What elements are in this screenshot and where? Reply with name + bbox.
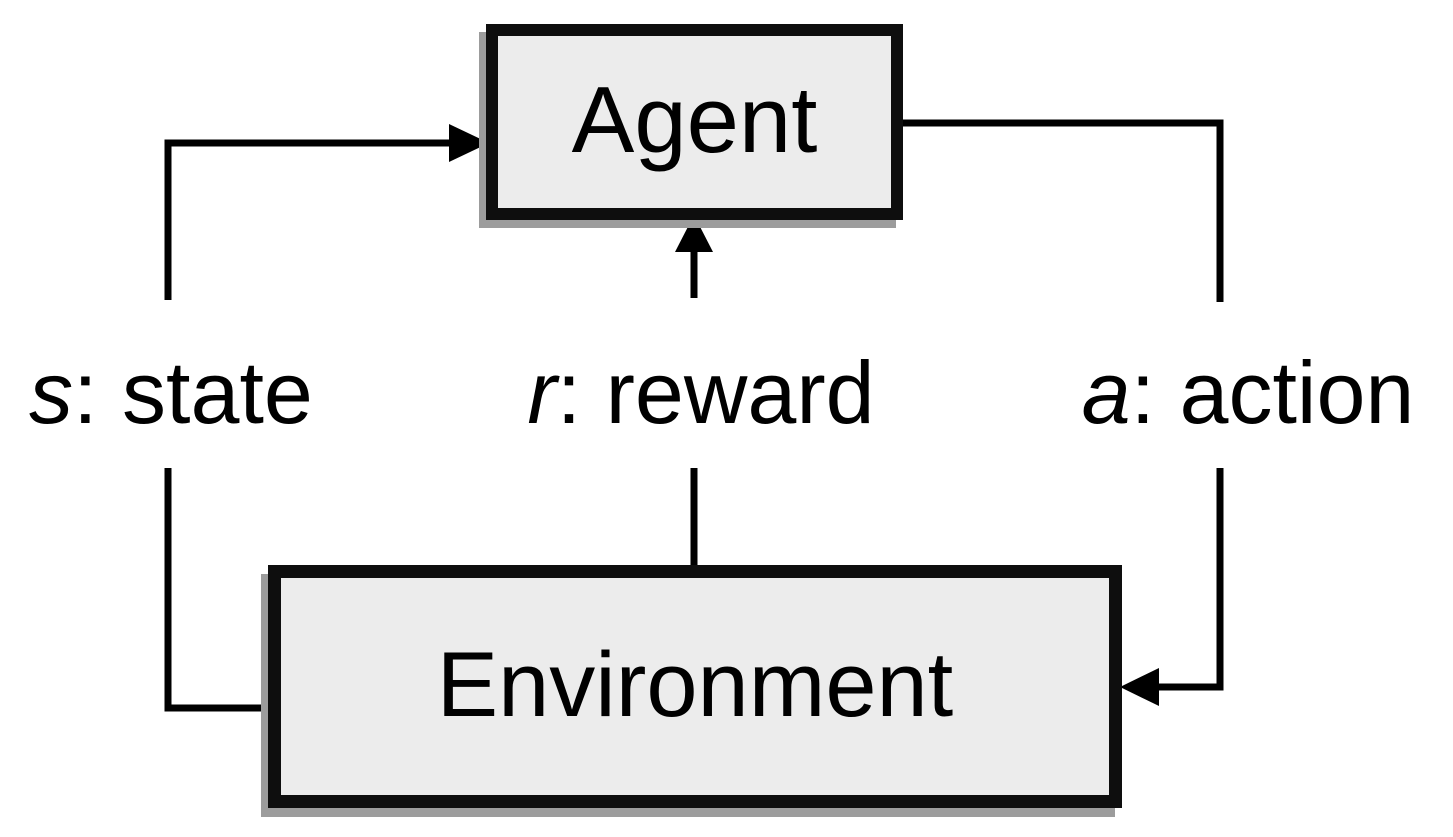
action-edge-line-lower bbox=[1158, 468, 1224, 691]
action-label-text: : action bbox=[1130, 343, 1415, 442]
reward-variable: r bbox=[527, 343, 557, 442]
state-edge-label: s: state bbox=[29, 349, 313, 437]
action-edge-line-upper bbox=[900, 119, 1224, 302]
environment-node: Environment bbox=[268, 565, 1122, 808]
action-arrowhead bbox=[1120, 668, 1159, 706]
state-arrowhead bbox=[449, 124, 489, 162]
state-edge-line-upper bbox=[164, 139, 450, 300]
agent-node: Agent bbox=[486, 24, 903, 220]
reward-edge-label: r: reward bbox=[527, 349, 874, 437]
agent-label: Agent bbox=[571, 67, 818, 172]
environment-label: Environment bbox=[436, 633, 954, 736]
action-edge-label: a: action bbox=[1082, 349, 1415, 437]
action-variable: a bbox=[1081, 343, 1131, 442]
state-label-text: : state bbox=[73, 343, 313, 442]
state-variable: s bbox=[29, 343, 74, 442]
reward-arrowhead bbox=[675, 215, 713, 252]
state-edge-line-lower bbox=[164, 468, 276, 712]
reward-label-text: : reward bbox=[556, 343, 875, 442]
